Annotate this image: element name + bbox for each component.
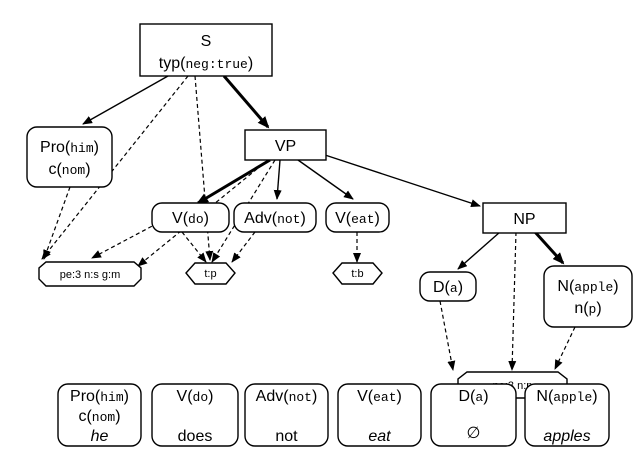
node-np: NP	[482, 202, 567, 234]
edge-vdo-tp	[181, 231, 207, 263]
edge-adv-tp	[231, 231, 256, 263]
surface-node-v-eat: V(eat) eat	[337, 383, 422, 447]
edge-np-agr2	[508, 231, 517, 371]
edge-d-agr2	[439, 300, 456, 371]
svg-text:VP: VP	[275, 138, 296, 155]
node-v-do: V(do)	[151, 202, 230, 233]
svg-text:Pro(him): Pro(him)	[70, 388, 129, 405]
surface-word-eat: eat	[368, 428, 391, 445]
svg-text:V(eat): V(eat)	[335, 210, 380, 227]
svg-text:Pro(him): Pro(him)	[40, 139, 99, 156]
edge-vp-veat	[297, 159, 354, 200]
node-s-label: S	[201, 33, 212, 50]
tense-node-present: t:p	[185, 262, 236, 285]
svg-text:V(eat): V(eat)	[357, 388, 402, 405]
tense-node-base: t:b	[332, 262, 383, 285]
node-pro: Pro(him) c(nom)	[26, 126, 113, 188]
svg-text:V(do): V(do)	[172, 210, 209, 227]
node-vp: VP	[244, 129, 327, 161]
svg-text:D(a): D(a)	[458, 388, 488, 405]
edge-np-d	[457, 231, 501, 270]
surface-word-does: does	[178, 428, 213, 445]
surface-node-pro: Pro(him) c(nom) he	[57, 383, 142, 447]
surface-node-v-do: V(do) does	[151, 383, 239, 447]
surface-word-he: he	[91, 428, 109, 445]
node-n: N(apple) n(p)	[543, 265, 633, 328]
surface-node-adv: Adv(not) not	[244, 383, 329, 447]
surface-realization-row: Pro(him) c(nom) he V(do) does Adv(not) n…	[57, 383, 610, 447]
node-s: S typ(neg:true)	[139, 23, 273, 77]
node-adv: Adv(not)	[233, 202, 317, 233]
surface-word-empty: ∅	[467, 425, 481, 442]
svg-text:t:b: t:b	[351, 268, 363, 280]
svg-text:N(apple): N(apple)	[536, 388, 597, 405]
svg-text:Adv(not): Adv(not)	[244, 210, 306, 227]
svg-text:Adv(not): Adv(not)	[256, 388, 318, 405]
edge-s-tp	[194, 75, 214, 261]
edge-vdo-agr1	[91, 222, 159, 259]
svg-text:N(apple): N(apple)	[557, 278, 618, 295]
surface-node-d: D(a) ∅	[430, 383, 517, 447]
agreement-node-singular: pe:3 n:s g:m	[38, 261, 142, 287]
svg-text:c(nom): c(nom)	[48, 161, 90, 178]
edge-s-pro	[82, 75, 169, 125]
node-v-eat: V(eat)	[325, 202, 390, 233]
svg-text:D(a): D(a)	[433, 279, 463, 296]
edge-s-vp	[222, 75, 270, 129]
surface-node-n: N(apple) apples	[524, 383, 610, 447]
svg-text:pe:3 n:s g:m: pe:3 n:s g:m	[60, 269, 121, 281]
node-s-feature: typ(neg:true)	[159, 55, 253, 72]
svg-text:V(do): V(do)	[177, 388, 214, 405]
edge-vp-vdo	[196, 158, 271, 205]
svg-text:t:p: t:p	[204, 268, 216, 280]
svg-text:NP: NP	[513, 211, 535, 228]
node-d: D(a)	[419, 271, 477, 302]
edge-n-agr2	[554, 326, 576, 370]
surface-word-not: not	[275, 428, 298, 445]
edge-pro-agr1	[43, 186, 71, 260]
edge-np-n	[533, 230, 565, 265]
svg-text:n(p): n(p)	[574, 300, 601, 317]
edge-vp-np	[324, 154, 481, 207]
surface-word-apples: apples	[543, 428, 590, 445]
svg-text:c(nom): c(nom)	[78, 408, 120, 425]
edge-vp-adv	[273, 159, 282, 200]
